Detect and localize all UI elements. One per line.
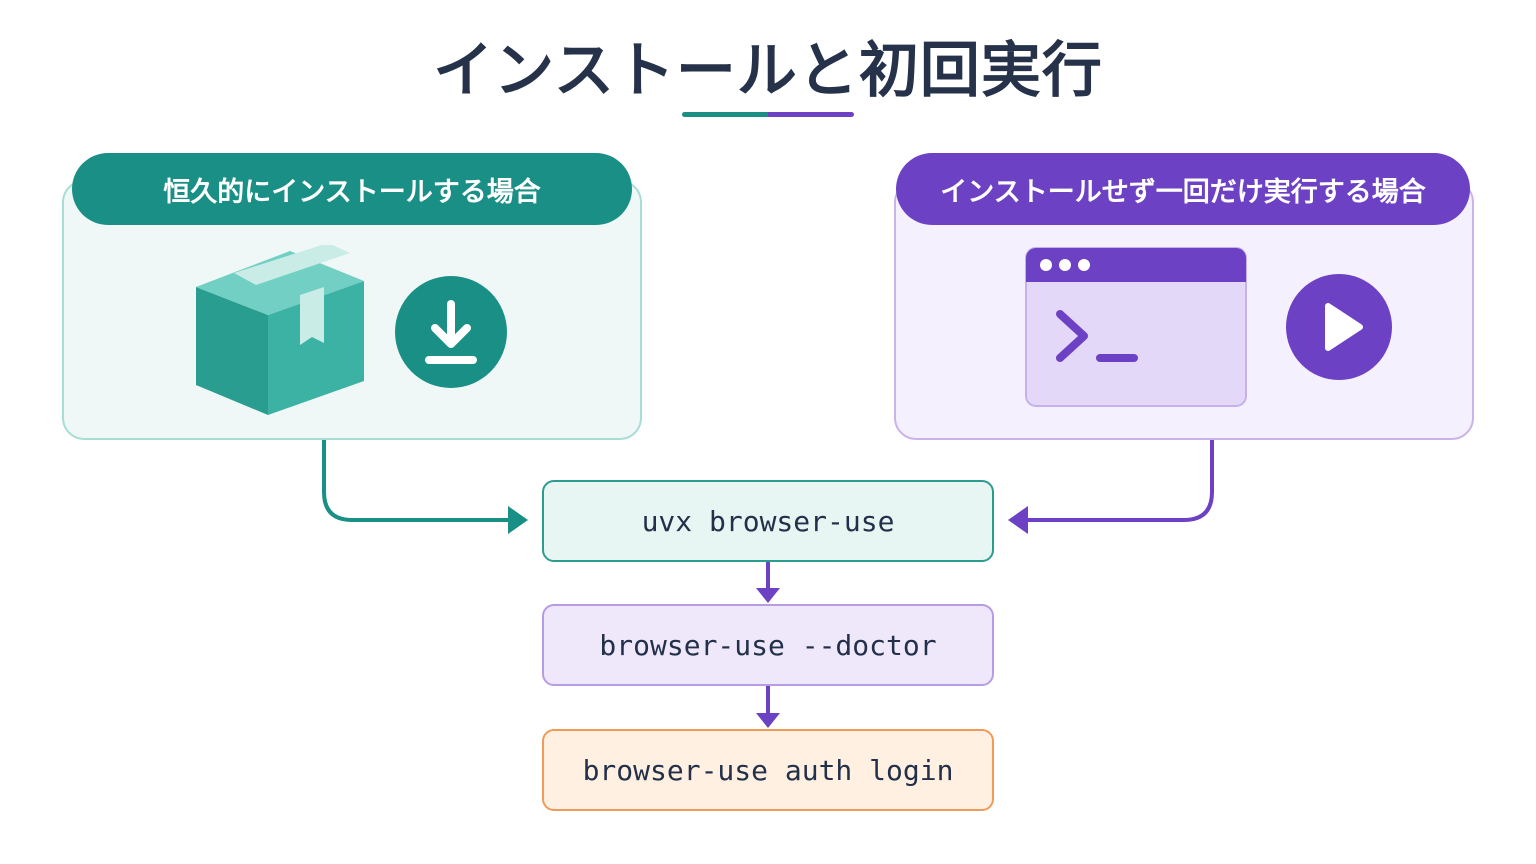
step2-to-step3-arrowhead xyxy=(756,713,780,728)
command-browser-use-doctor: browser-use --doctor xyxy=(542,604,994,686)
permanent-install-label: 恒久的にインストールする場合 xyxy=(72,153,632,225)
title-underline xyxy=(682,112,854,117)
left-to-command-arrow xyxy=(322,440,512,522)
one-time-run-label: インストールせず一回だけ実行する場合 xyxy=(896,153,1470,225)
right-to-command-arrow xyxy=(1024,440,1214,522)
package-box-icon xyxy=(196,245,364,415)
play-icon xyxy=(1286,274,1392,380)
command-uvx-browser-use: uvx browser-use xyxy=(542,480,994,562)
download-icon xyxy=(395,276,507,388)
right-arrowhead xyxy=(1008,506,1028,534)
command-browser-use-auth-login: browser-use auth login xyxy=(542,729,994,811)
terminal-window-icon xyxy=(1025,247,1247,407)
step1-to-step2-arrowhead xyxy=(756,588,780,603)
left-arrowhead xyxy=(508,506,528,534)
page-title: インストールと初回実行 xyxy=(433,36,1103,106)
